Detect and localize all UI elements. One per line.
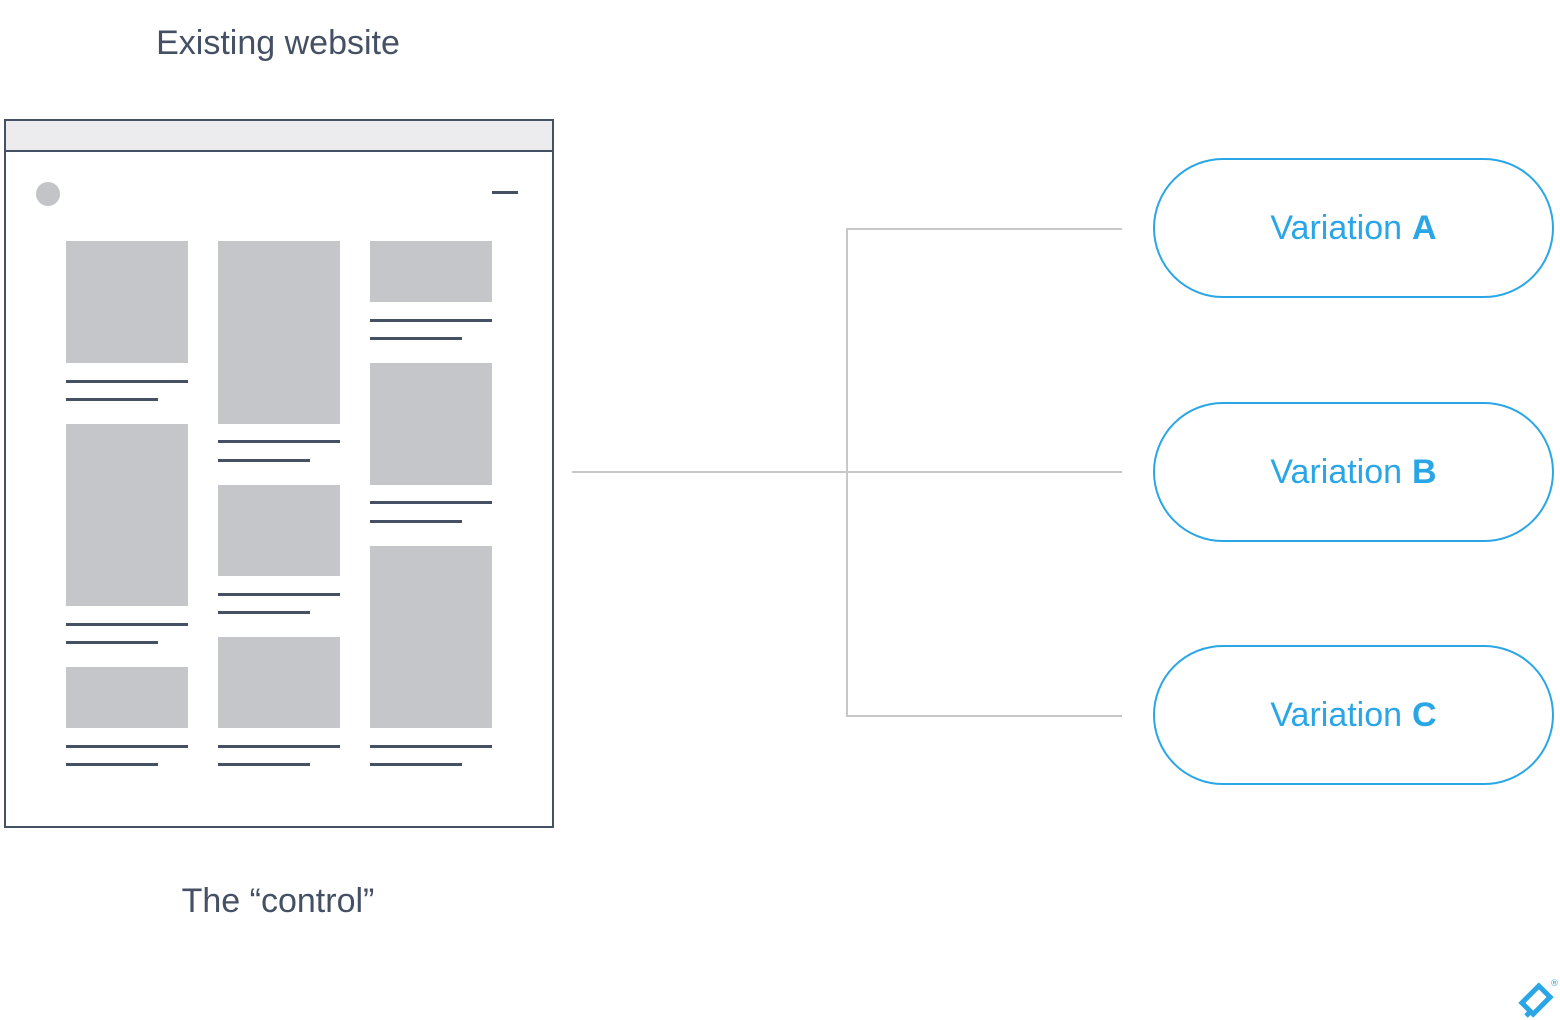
text-line-placeholder: [218, 763, 310, 766]
variation-b-prefix: Variation: [1270, 452, 1403, 491]
toptal-logo-icon: ®: [1518, 979, 1559, 1018]
text-line-placeholder: [66, 398, 158, 401]
image-placeholder: [370, 363, 492, 485]
text-line-placeholder: [370, 501, 492, 504]
variation-b-node: Variation B: [1153, 402, 1554, 542]
image-placeholder: [66, 667, 188, 728]
text-line-placeholder: [66, 763, 158, 766]
text-line-placeholder: [66, 641, 158, 644]
text-line-placeholder: [66, 380, 188, 383]
image-placeholder: [66, 424, 188, 606]
existing-website-caption: Existing website: [156, 24, 400, 62]
registered-mark: ®: [1550, 979, 1559, 989]
variation-a-node: Variation A: [1153, 158, 1554, 298]
image-placeholder: [218, 241, 340, 424]
variation-a-prefix: Variation: [1270, 208, 1403, 247]
text-line-placeholder: [66, 623, 188, 626]
text-line-placeholder: [218, 593, 340, 596]
variation-c-prefix: Variation: [1270, 695, 1403, 734]
text-line-placeholder: [218, 440, 340, 443]
text-line-placeholder: [370, 745, 492, 748]
image-placeholder: [66, 241, 188, 363]
image-placeholder: [370, 546, 492, 728]
variation-c-node: Variation C: [1153, 645, 1554, 785]
image-placeholder: [370, 241, 492, 302]
text-line-placeholder: [66, 745, 188, 748]
variation-a-letter: A: [1412, 208, 1437, 247]
text-line-placeholder: [370, 763, 462, 766]
menu-icon: [492, 191, 518, 194]
variation-c-letter: C: [1412, 695, 1437, 734]
browser-title-bar: [6, 121, 552, 152]
text-line-placeholder: [218, 745, 340, 748]
variation-b-letter: B: [1412, 452, 1437, 491]
image-placeholder: [218, 637, 340, 728]
text-line-placeholder: [218, 459, 310, 462]
image-placeholder: [218, 485, 340, 576]
control-caption: The “control”: [181, 882, 375, 920]
site-logo-placeholder: [36, 182, 60, 206]
text-line-placeholder: [370, 520, 462, 523]
text-line-placeholder: [218, 611, 310, 614]
browser-wireframe: [4, 119, 554, 828]
text-line-placeholder: [370, 337, 462, 340]
text-line-placeholder: [370, 319, 492, 322]
